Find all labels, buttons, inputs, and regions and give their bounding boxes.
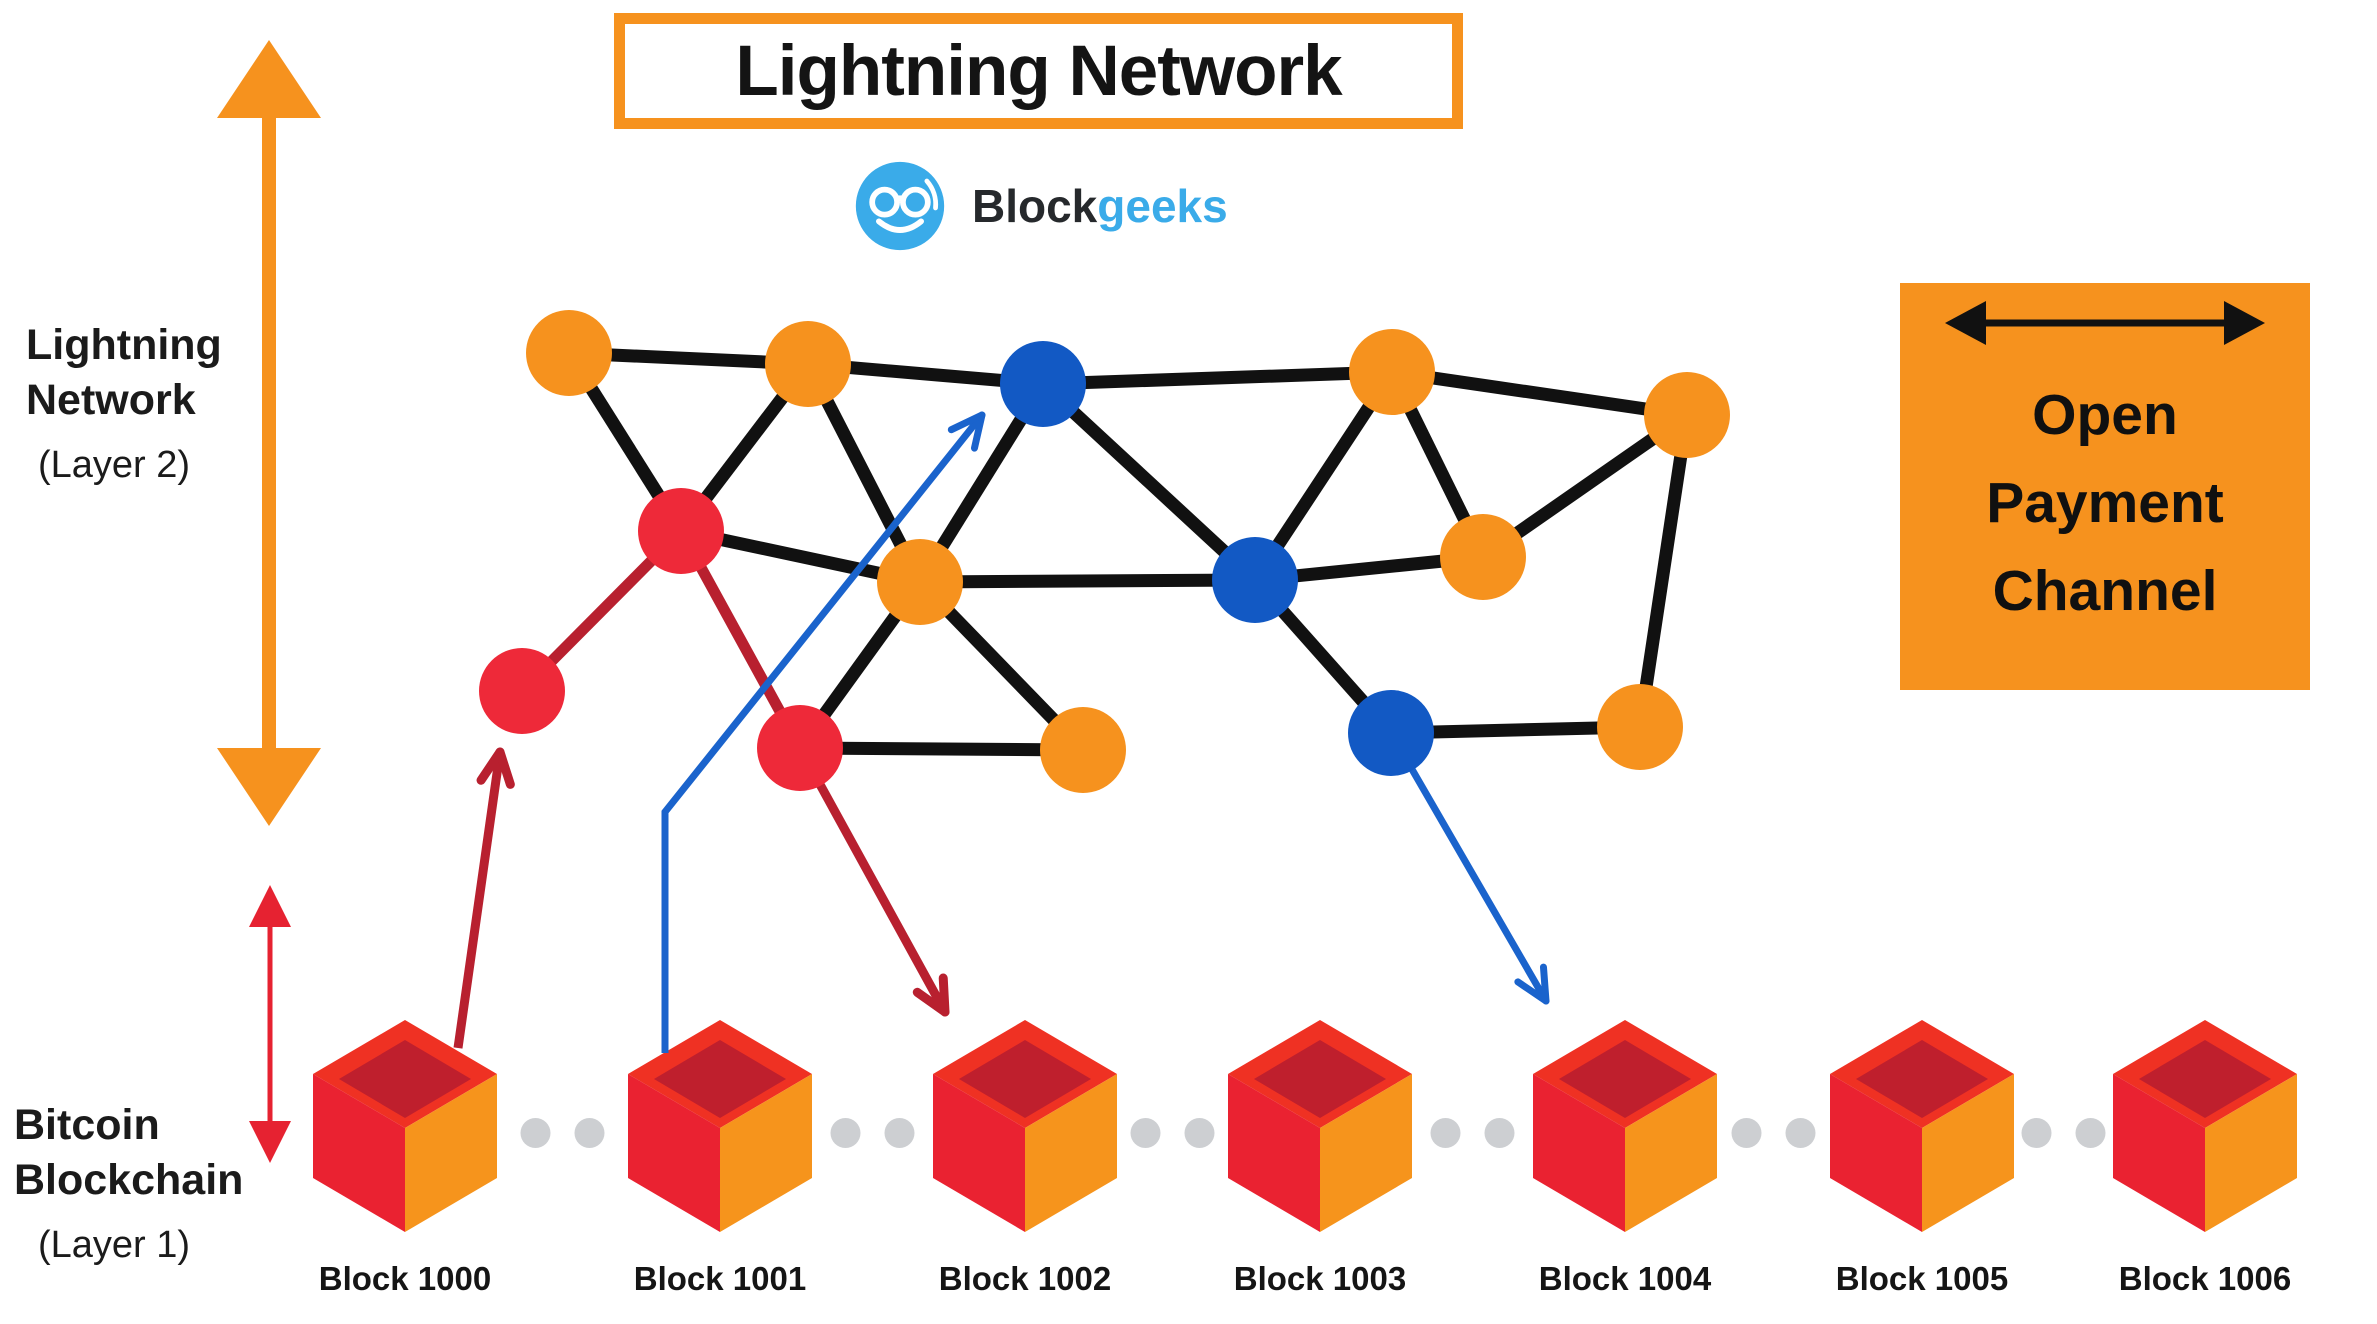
block-cube-left-4 [1533, 1074, 1625, 1232]
network-node-K [1440, 514, 1526, 600]
block-cube-right-0 [405, 1074, 497, 1232]
chain-dot [884, 1118, 915, 1148]
block-label: Block 1000 [318, 1260, 492, 1297]
channel-edge-C-H [1042, 365, 1393, 391]
network-node-C [1000, 341, 1086, 427]
block-cube-left-2 [933, 1074, 1025, 1232]
chain-dot [520, 1118, 551, 1148]
channel-text-line1: Open [2032, 383, 2178, 447]
block-label: Block 1006 [2118, 1260, 2292, 1297]
block-cube-right-4 [1625, 1074, 1717, 1232]
logo-text-block: Block [972, 180, 1098, 232]
page-title: Lightning Network [614, 13, 1463, 129]
anchor-arrow-head-0 [476, 747, 505, 785]
block-label: Block 1001 [633, 1260, 807, 1297]
anchor-arrow-head-1 [970, 411, 986, 452]
block-cube-left-3 [1228, 1074, 1320, 1232]
block-cube-inner-6 [2139, 1040, 2271, 1118]
anchor-arrow-head-2 [938, 973, 950, 1017]
block-cube-right-1 [720, 1074, 812, 1232]
anchor-arrow-2 [796, 745, 949, 1015]
network-node-L [1597, 684, 1683, 770]
layer2-title-line1: Lightning [26, 321, 222, 369]
block-cube-right-3 [1320, 1074, 1412, 1232]
channel-edge-H-I [1391, 365, 1688, 422]
block-cube-right-2 [1025, 1074, 1117, 1232]
block-cube-right-6 [2205, 1074, 2297, 1232]
network-node-D [638, 488, 724, 574]
channel-edge-C-J [1038, 379, 1260, 585]
layer2-label: Lightning Network (Layer 2) [26, 318, 222, 487]
anchor-arrow-3 [1387, 731, 1550, 1003]
chain-dot [1731, 1118, 1762, 1148]
network-node-N [1040, 707, 1126, 793]
block-label: Block 1005 [1835, 1260, 2009, 1297]
block-cube-inner-1 [654, 1040, 786, 1118]
block-cube-right-5 [1922, 1074, 2014, 1232]
network-node-I [1644, 372, 1730, 458]
chain-dot [1484, 1118, 1515, 1148]
network-node-A [526, 310, 612, 396]
anchor-arrow-0 [453, 751, 505, 1049]
layer1-title-line1: Bitcoin [14, 1101, 160, 1149]
block-cube-inner-5 [1856, 1040, 1988, 1118]
block-cube-left-1 [628, 1074, 720, 1232]
block-cube-left-5 [1830, 1074, 1922, 1232]
block-cube-inner-0 [339, 1040, 471, 1118]
channel-edge-I-L [1633, 414, 1694, 728]
blockgeeks-wordmark: Blockgeeks [972, 179, 1228, 233]
blockgeeks-logo: Blockgeeks [852, 158, 1228, 254]
chain-dot [2075, 1118, 2106, 1148]
logo-text-geeks: geeks [1097, 180, 1228, 232]
layer1-subtitle: (Layer 1) [38, 1224, 191, 1266]
open-payment-channel-box: Open Payment Channel [1900, 283, 2310, 690]
network-node-J [1212, 537, 1298, 623]
blockgeeks-icon [855, 161, 945, 251]
layer1-double-arrow [249, 885, 291, 1163]
network-node-M [1348, 690, 1434, 776]
block-cube-left-6 [2113, 1074, 2205, 1232]
chain-dot [1130, 1118, 1161, 1148]
anchor-arrow-head-1 [947, 411, 986, 434]
layer2-title-line2: Network [26, 376, 196, 424]
chain-dot [1430, 1118, 1461, 1148]
anchor-arrow-head-3 [1514, 978, 1550, 1005]
block-cube-left-0 [313, 1074, 405, 1232]
layer2-subtitle: (Layer 2) [38, 444, 191, 486]
channel-text-line2: Payment [1986, 471, 2224, 535]
block-label: Block 1003 [1233, 1260, 1407, 1297]
block-cube-inner-3 [1254, 1040, 1386, 1118]
channel-text-line3: Channel [1992, 559, 2218, 623]
anchor-arrow-head-3 [1539, 963, 1550, 1005]
anchor-arrow-1 [661, 412, 985, 1053]
network-node-B [765, 321, 851, 407]
network-node-F [877, 539, 963, 625]
layer1-label: Bitcoin Blockchain (Layer 1) [14, 1098, 243, 1267]
chain-dot [1184, 1118, 1215, 1148]
channel-edge-G-N [799, 741, 1084, 757]
block-label: Block 1002 [938, 1260, 1112, 1297]
block-cube-inner-4 [1559, 1040, 1691, 1118]
layer1-title-line2: Blockchain [14, 1156, 244, 1204]
channel-edge-F-J [919, 573, 1256, 589]
payment-channel-double-arrow-icon [1945, 301, 2265, 345]
chain-dot [2021, 1118, 2052, 1148]
block-label: Block 1004 [1538, 1260, 1712, 1297]
chain-dot [830, 1118, 861, 1148]
chain-dot [574, 1118, 605, 1148]
network-node-H [1349, 329, 1435, 415]
layer2-double-arrow [217, 40, 321, 826]
network-node-G [757, 705, 843, 791]
chain-dot [1785, 1118, 1816, 1148]
network-node-E [479, 648, 565, 734]
block-cube-inner-2 [959, 1040, 1091, 1118]
